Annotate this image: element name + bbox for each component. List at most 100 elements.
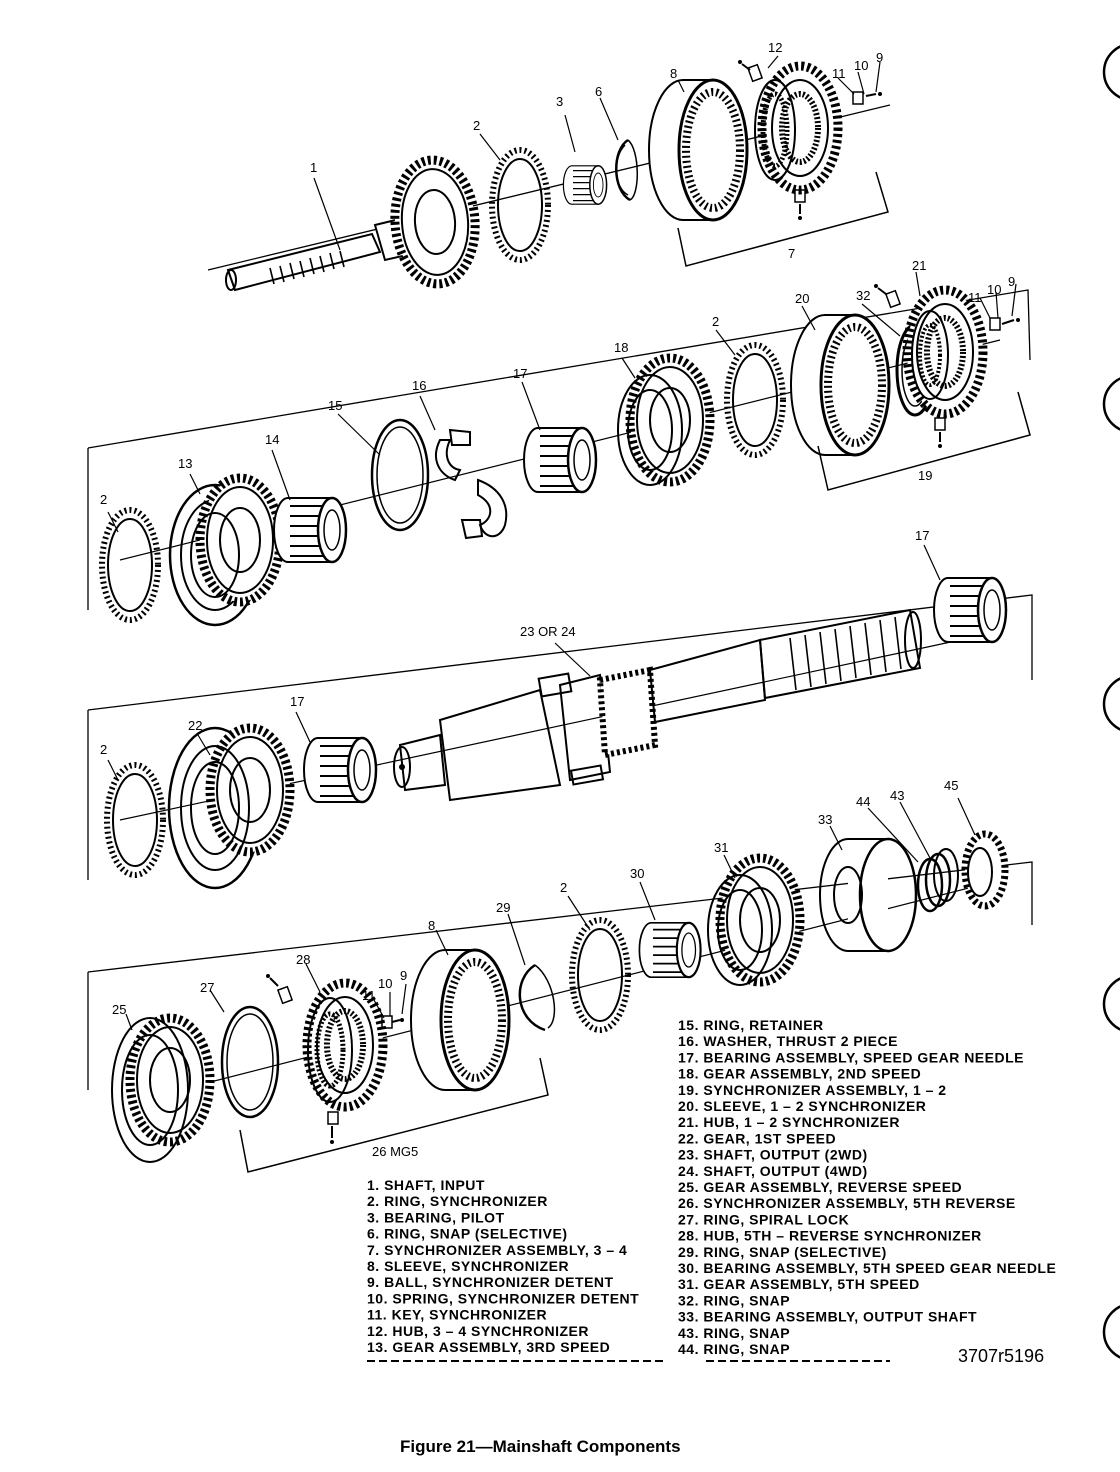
legend-item: 23. SHAFT, OUTPUT (2WD) <box>678 1147 868 1163</box>
spiral-lock-ring-27 <box>220 1005 280 1119</box>
detent-spring-10 <box>877 287 1015 442</box>
synchronizer-sleeve-8 <box>649 80 747 220</box>
legend-item: 31. GEAR ASSEMBLY, 5TH SPEED <box>678 1276 920 1292</box>
legend-item: 19. SYNCHRONIZER ASSEMBLY, 1 – 2 <box>678 1082 947 1098</box>
legend-item: 3. BEARING, PILOT <box>367 1209 505 1225</box>
callout-c2-2a: 2 <box>100 492 107 507</box>
bracket-19 <box>817 391 1031 491</box>
output-shaft-23-24 <box>393 608 922 802</box>
callout-c2-9: 9 <box>1008 274 1015 289</box>
callout-c1-6: 6 <box>595 84 602 99</box>
legend-item: 44. RING, SNAP <box>678 1341 790 1357</box>
legend-item: 27. RING, SPIRAL LOCK <box>678 1211 849 1227</box>
synchronizer-ring-2 <box>572 920 628 1030</box>
callout-c4-28: 28 <box>296 952 310 967</box>
detent-ball-9 <box>738 60 882 220</box>
legend-item: 16. WASHER, THRUST 2 PIECE <box>678 1033 898 1049</box>
figure-caption: Figure 21—Mainshaft Components <box>400 1437 681 1456</box>
legend-item: 20. SLEEVE, 1 – 2 SYNCHRONIZER <box>678 1098 926 1114</box>
bracket-7 <box>677 171 889 267</box>
5th-speed-gear-31 <box>707 858 800 985</box>
callout-c4-2: 2 <box>560 880 567 895</box>
legend-item: 28. HUB, 5TH – REVERSE SYNCHRONIZER <box>678 1228 982 1244</box>
legend-item: 43. RING, SNAP <box>678 1325 790 1341</box>
callout-c1-1: 1 <box>310 160 317 175</box>
callout-c3-2: 2 <box>100 742 107 757</box>
legend-item: 18. GEAR ASSEMBLY, 2ND SPEED <box>678 1066 921 1082</box>
synchronizer-ring-2 <box>492 150 548 260</box>
legend-item: 2. RING, SYNCHRONIZER <box>367 1193 548 1209</box>
callout-c1-3: 3 <box>556 94 563 109</box>
callout-c4-33: 33 <box>818 812 832 827</box>
synchronizer-key-11 <box>884 289 1001 431</box>
callout-c2-18: 18 <box>614 340 628 355</box>
callout-c2-21: 21 <box>912 258 926 273</box>
synchronizer-ring-2 <box>102 510 158 620</box>
legend-item: 15. RING, RETAINER <box>678 1017 824 1033</box>
callout-c1-10: 10 <box>854 58 868 73</box>
needle-bearing-17 <box>522 426 598 494</box>
snap-ring-6 <box>615 138 638 202</box>
snap-ring-29 <box>518 963 556 1032</box>
callout-c2-20: 20 <box>795 291 809 306</box>
row-1-input-shaft-group <box>207 55 891 292</box>
callout-c4-11: 11 <box>362 988 376 1003</box>
3rd-speed-gear-13 <box>168 478 280 627</box>
callout-c2-19: 19 <box>918 468 932 483</box>
legend-item: 25. GEAR ASSEMBLY, REVERSE SPEED <box>678 1179 962 1195</box>
needle-bearing-30 <box>638 921 702 979</box>
input-shaft <box>225 157 479 292</box>
legend-item: 32. RING, SNAP <box>678 1292 790 1308</box>
legend-item: 30. BEARING ASSEMBLY, 5TH SPEED GEAR NEE… <box>678 1260 1056 1276</box>
legend-item: 1. SHAFT, INPUT <box>367 1177 485 1193</box>
row-2-gear-group <box>87 271 1031 627</box>
synchronizer-sleeve-20 <box>791 315 889 455</box>
synchronizer-ring-2 <box>727 345 783 455</box>
callout-c4-26: 26 MG5 <box>372 1144 418 1159</box>
synchronizer-hub-21 <box>907 290 983 414</box>
needle-bearing-17 <box>302 736 378 804</box>
callout-c1-2: 2 <box>473 118 480 133</box>
legend-item: 9. BALL, SYNCHRONIZER DETENT <box>367 1274 614 1290</box>
callout-c4-27: 27 <box>200 980 214 995</box>
2nd-speed-gear-18 <box>617 358 710 485</box>
callout-c4-30: 30 <box>630 866 644 881</box>
callout-c4-8: 8 <box>428 918 435 933</box>
callout-c4-10: 10 <box>378 976 392 991</box>
callout-c2-11: 11 <box>968 290 982 305</box>
synchronizer-hub-12 <box>754 66 838 190</box>
legend-item: 21. HUB, 1 – 2 SYNCHRONIZER <box>678 1114 900 1130</box>
needle-bearing-17 <box>932 576 1008 644</box>
needle-bearing-14 <box>272 496 348 564</box>
row-3-output-shaft-group <box>87 544 1033 890</box>
callout-c4-44: 44 <box>856 794 870 809</box>
synchronizer-sleeve-8 <box>411 950 509 1090</box>
gear-45 <box>961 830 1009 910</box>
synchronizer-hub-28 <box>307 983 383 1107</box>
snap-ring-44-43 <box>916 848 959 913</box>
callout-c1-12: 12 <box>768 40 782 55</box>
pilot-bearing-3 <box>562 165 608 205</box>
callout-c2-10: 10 <box>987 282 1001 297</box>
callout-c3-22: 22 <box>188 718 202 733</box>
callout-c3-17r: 17 <box>915 528 929 543</box>
callout-c2-2b: 2 <box>712 314 719 329</box>
callout-c3-17l: 17 <box>290 694 304 709</box>
callout-c1-9: 9 <box>876 50 883 65</box>
callout-c4-45: 45 <box>944 778 958 793</box>
callout-c4-9: 9 <box>400 968 407 983</box>
legend-item: 17. BEARING ASSEMBLY, SPEED GEAR NEEDLE <box>678 1049 1024 1065</box>
synchronizer-key-11 <box>746 63 864 203</box>
callout-c1-11: 11 <box>832 66 846 81</box>
detent-ball-9 <box>874 284 1020 448</box>
legend-item: 33. BEARING ASSEMBLY, OUTPUT SHAFT <box>678 1309 977 1325</box>
legend-item: 10. SPRING, SYNCHRONIZER DETENT <box>367 1290 639 1306</box>
callout-c1-8: 8 <box>670 66 677 81</box>
legend-item: 13. GEAR ASSEMBLY, 3RD SPEED <box>367 1339 610 1355</box>
legend-item: 8. SLEEVE, SYNCHRONIZER <box>367 1258 569 1274</box>
reverse-speed-gear-25 <box>111 1018 210 1163</box>
